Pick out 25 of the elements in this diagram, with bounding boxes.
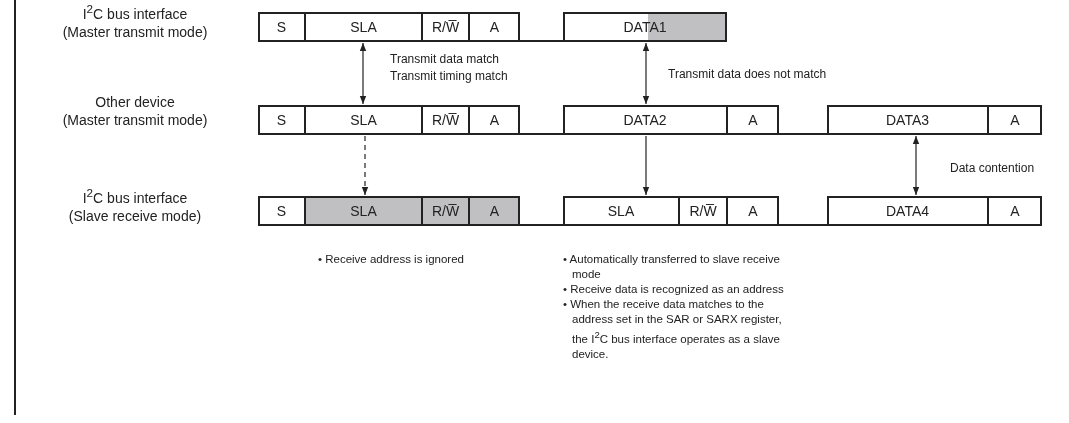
frame-field: SLA: [305, 12, 422, 42]
row-label: I$^{2}$C bus interface (Slave receive mode): [67, 185, 203, 225]
row-label: Other device (Master transmit mode): [61, 93, 209, 129]
note-text: • Receive address is ignored: [318, 252, 465, 267]
edge-label: Data contention: [950, 160, 1036, 177]
arrow: [912, 135, 920, 196]
edge-label: Transmit data does not match: [668, 66, 828, 83]
arrow: [359, 42, 367, 105]
arrow: [642, 135, 650, 196]
bus-line: [519, 224, 564, 226]
note-text: • Automatically transferred to slave receive mode: [563, 252, 781, 282]
bus-line: [519, 133, 564, 135]
note-text: • When the receive data matches to the address set in the SAR or SARX register, the I$^{2}$C bus interface operates as a slave device.: [563, 297, 783, 362]
frame-field: R/W̅: [679, 196, 727, 226]
note-text: • Receive data is recognized as an address: [563, 282, 785, 297]
frame-field: SLA: [305, 105, 422, 135]
edge-label: Transmit data match Transmit timing match: [390, 51, 509, 85]
arrow: [642, 42, 650, 105]
frame-field: R/W̅: [422, 105, 469, 135]
arrow: [361, 135, 369, 196]
bus-line: [519, 40, 564, 42]
row-label: I$^{2}$C bus interface (Master transmit mode): [61, 1, 209, 41]
bus-line: [778, 224, 828, 226]
bus-line: [778, 133, 828, 135]
frame-field: R/W̅: [422, 12, 469, 42]
